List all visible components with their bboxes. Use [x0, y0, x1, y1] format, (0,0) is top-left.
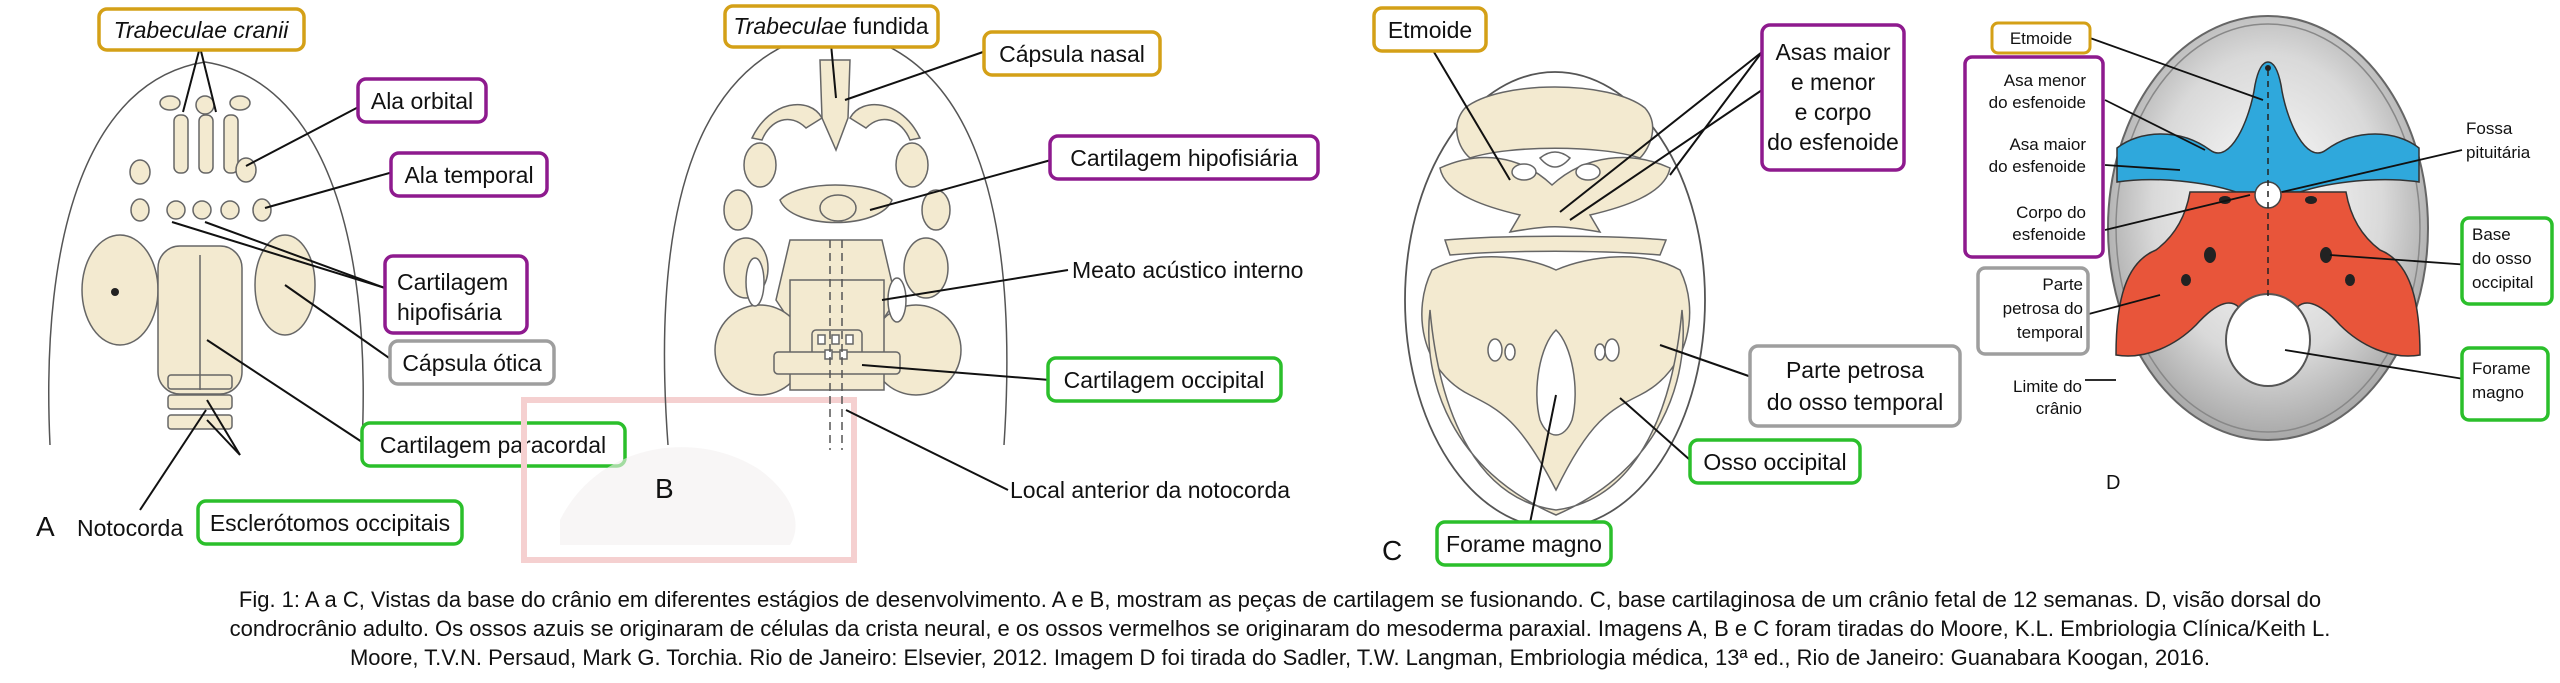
limite-label-1: Limite do	[2013, 377, 2082, 396]
meato-label: Meato acústico interno	[1072, 257, 1303, 283]
forame-magno-box-c	[1435, 520, 1613, 567]
panel-c-letter: C	[1382, 535, 1402, 566]
leader-lines-a	[139, 46, 394, 511]
asa-maior-label-2: do esfenoide	[1989, 157, 2086, 176]
trabeculae-cranii-box	[97, 7, 306, 52]
ala-orbital-label: Ala orbital	[371, 88, 473, 114]
etmoide-box-c	[1372, 6, 1488, 53]
petrosa-d-label-3: temporal	[2017, 323, 2083, 342]
forame-magno-label-c: Forame magno	[1446, 531, 1602, 557]
asas-label-1: Asas maior	[1775, 39, 1890, 65]
capsula-otica-box	[388, 339, 556, 386]
caption-line-3: Moore, T.V.N. Persaud, Mark G. Torchia. …	[349, 645, 2211, 670]
esclerotomos-label: Esclerótomos occipitais	[210, 510, 450, 536]
trabeculae-rest: fundida	[847, 13, 929, 39]
local-notocorda-label: Local anterior da notocorda	[1010, 477, 1290, 503]
panel-a: Trabeculae cranii Ala orbital Ala tempor…	[36, 7, 627, 546]
watermark-tree	[560, 447, 796, 545]
cartilage-pieces-b	[714, 59, 962, 396]
parte-petrosa-label-2: do osso temporal	[1767, 389, 1943, 415]
panel-b: Trabeculae fundida Cápsula nasal Cartila…	[521, 4, 1320, 563]
embryo-outline-a	[48, 61, 364, 446]
limite-label-2: crânio	[2036, 399, 2082, 418]
base-occipital-box	[2460, 216, 2554, 306]
forame-d-label-1: Forame	[2472, 359, 2531, 378]
asa-maior-label-1: Asa maior	[2009, 135, 2086, 154]
caption-line-1: Fig. 1: A a C, Vistas da base do crânio …	[238, 587, 2322, 612]
trabeculae-italic: Trabeculae	[733, 13, 846, 39]
petrosa-d-label-1: Parte	[2042, 275, 2083, 294]
osso-occipital-label: Osso occipital	[1703, 449, 1846, 475]
base-label-3: occipital	[2472, 273, 2533, 292]
capsula-nasal-label: Cápsula nasal	[999, 41, 1145, 67]
forame-magno-box-d	[2460, 346, 2550, 422]
foramen-magnum-d	[2225, 293, 2311, 387]
etmoide-label-c: Etmoide	[1388, 17, 1472, 43]
cartilagem-occipital-box	[1046, 356, 1283, 403]
holes-c	[1487, 151, 1620, 436]
figure-caption: Fig. 1: A a C, Vistas da base do crânio …	[30, 585, 2530, 672]
cartilagem-occipital-label: Cartilagem occipital	[1064, 367, 1265, 393]
watermark-frame	[521, 397, 857, 563]
cartilage-pieces-a	[81, 95, 316, 430]
cartilagem-hipofisiaria-label: Cartilagem hipofisiária	[1070, 145, 1298, 171]
ala-orbital-box	[356, 77, 488, 124]
leader-lines-b	[830, 43, 1069, 491]
etmoide-box-d	[1990, 21, 2092, 55]
asas-esfenoide-box	[1760, 23, 1906, 172]
leader-lines-d	[2084, 37, 2471, 381]
leader-lines-c	[1427, 41, 1763, 524]
parte-petrosa-box-d	[1976, 266, 2090, 356]
trabeculae-fundida-label: Trabeculae fundida	[733, 13, 928, 39]
sphenoid-group-box	[1963, 55, 2105, 259]
fossa-label-2: pituitária	[2466, 143, 2531, 162]
trabeculae-cranii-label: Trabeculae cranii	[114, 17, 290, 43]
forame-d-label-2: magno	[2472, 383, 2524, 402]
base-label-1: Base	[2472, 225, 2511, 244]
cartilagem-hipofisaria-label-1: Cartilagem	[397, 269, 508, 295]
parte-petrosa-box-c	[1748, 344, 1962, 428]
capsula-nasal-box	[982, 30, 1162, 77]
panel-b-letter: B	[655, 473, 674, 504]
esclerotomos-box	[196, 499, 464, 546]
asa-menor-label-1: Asa menor	[2004, 71, 2087, 90]
cartilagem-hipofisiaria-box	[1048, 134, 1320, 181]
fossa-label-1: Fossa	[2466, 119, 2513, 138]
cartilagem-paracordal-box	[360, 421, 627, 468]
capsula-otica-label: Cápsula ótica	[402, 350, 542, 376]
holes-b	[745, 257, 907, 360]
asas-label-4: do esfenoide	[1767, 129, 1899, 155]
panel-a-letter: A	[36, 511, 55, 542]
ala-temporal-box	[389, 151, 549, 198]
corpo-label-1: Corpo do	[2016, 203, 2086, 222]
panel-c: Etmoide Asas maior e menor e corpo do es…	[1372, 6, 1962, 567]
cartilagem-paracordal-label: Cartilagem paracordal	[380, 432, 606, 458]
ala-temporal-label: Ala temporal	[404, 162, 533, 188]
osso-occipital-box	[1688, 438, 1862, 485]
asas-label-3: e corpo	[1795, 99, 1872, 125]
trabeculae-fundida-box	[723, 4, 940, 49]
etmoide-label-d: Etmoide	[2010, 29, 2072, 48]
foramina-d	[2181, 65, 2355, 286]
base-label-2: do osso	[2472, 249, 2532, 268]
petrosa-d-label-2: petrosa do	[2003, 299, 2083, 318]
corpo-label-2: esfenoide	[2012, 225, 2086, 244]
panel-d: Etmoide Asa menor do esfenoide Asa maior…	[1963, 15, 2554, 494]
caption-line-2: condrocrânio adulto. Os ossos azuis se o…	[229, 616, 2331, 641]
parte-petrosa-label-1: Parte petrosa	[1786, 357, 1924, 383]
cartilagem-hipofisaria-label-2: hipofisária	[397, 299, 502, 325]
panel-d-letter: D	[2106, 472, 2120, 494]
asa-menor-label-2: do esfenoide	[1989, 93, 2086, 112]
cartilagem-hipofisaria-box	[383, 254, 529, 335]
notocorda-label: Notocorda	[77, 515, 183, 541]
asas-label-2: e menor	[1791, 69, 1876, 95]
dot-a	[111, 288, 119, 296]
